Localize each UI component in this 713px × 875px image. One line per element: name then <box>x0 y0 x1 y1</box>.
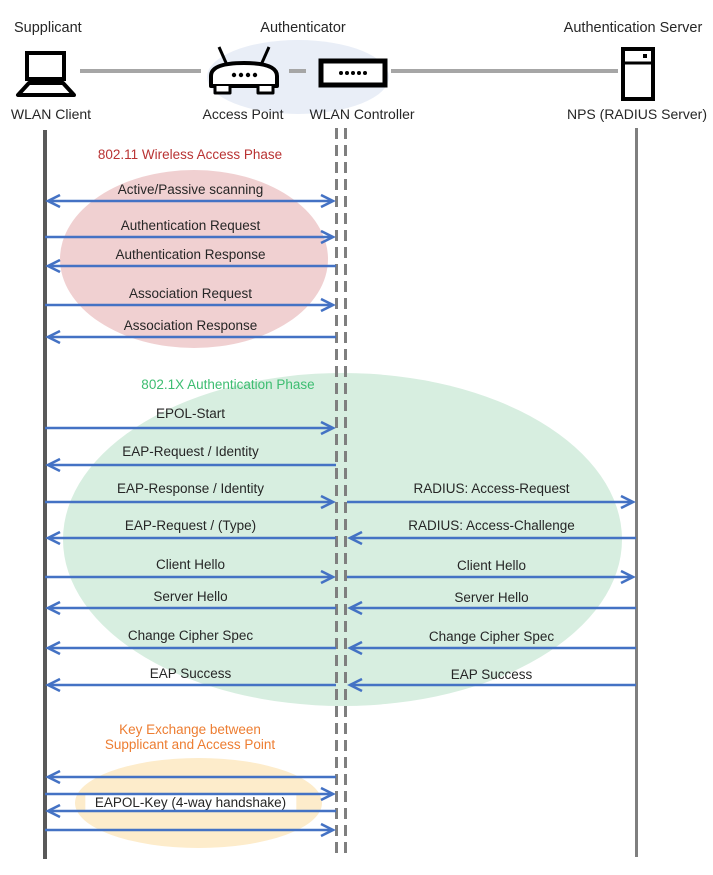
wlan-controller-icon <box>318 58 388 88</box>
message-arrow <box>45 786 336 802</box>
message-arrow <box>45 457 336 473</box>
lifeline-wlan-client <box>43 130 47 859</box>
message-label: Client Hello <box>456 558 527 573</box>
role-label-supplicant: Supplicant <box>14 20 82 36</box>
message-label: Change Cipher Spec <box>428 629 555 644</box>
connector-line <box>391 69 618 73</box>
lifeline-radius-server <box>635 128 638 857</box>
message-arrow <box>45 600 336 616</box>
message-arrow <box>347 640 636 656</box>
lifeline-wlan-controller-dashed <box>344 128 347 854</box>
message-label: EAP-Request / (Type) <box>124 518 257 533</box>
message-arrow <box>45 229 336 245</box>
message-arrow <box>45 769 336 785</box>
phase-title-key-exchange-line1: Key Exchange between <box>119 722 261 737</box>
lifeline-access-point-dashed <box>335 128 338 854</box>
message-label: EAP Success <box>149 666 232 681</box>
message-label: Change Cipher Spec <box>127 628 254 643</box>
message-arrow <box>45 677 336 693</box>
phase-title-8021x: 802.1X Authentication Phase <box>141 377 315 392</box>
message-label: EAP-Response / Identity <box>116 481 265 496</box>
message-label: EAP-Request / Identity <box>122 444 259 459</box>
access-point-icon <box>209 46 279 95</box>
phase-title-key-exchange-line2: Supplicant and Access Point <box>104 737 276 752</box>
message-arrow <box>45 297 336 313</box>
message-arrow <box>347 677 636 693</box>
message-label: Association Request <box>128 286 253 301</box>
message-arrow <box>347 494 636 510</box>
message-label: Active/Passive scanning <box>117 182 264 197</box>
message-arrow <box>347 569 636 585</box>
device-label-nps-radius-server: NPS (RADIUS Server) <box>566 106 708 122</box>
message-arrow <box>347 530 636 546</box>
phase-ellipse-80211 <box>60 170 328 348</box>
connector-line <box>289 69 306 73</box>
message-arrow <box>45 193 336 209</box>
message-arrow <box>347 600 636 616</box>
phase-title-key-exchange: Key Exchange between Supplicant and Acce… <box>105 722 275 752</box>
message-arrow <box>45 494 336 510</box>
message-arrow <box>45 640 336 656</box>
role-label-authentication-server: Authentication Server <box>563 20 703 36</box>
message-arrow <box>45 329 336 345</box>
message-label: Association Response <box>123 318 258 333</box>
server-icon <box>621 47 655 101</box>
laptop-icon <box>16 51 76 97</box>
message-arrow <box>45 569 336 585</box>
message-arrow <box>45 258 336 274</box>
message-label: Server Hello <box>454 590 529 605</box>
message-label: Client Hello <box>155 557 226 572</box>
message-label: Server Hello <box>153 589 228 604</box>
device-label-wlan-client: WLAN Client <box>10 106 92 122</box>
message-label: RADIUS: Access-Request <box>413 481 570 496</box>
message-label-boxed: EAPOL-Key (4-way handshake) <box>84 794 297 811</box>
message-arrow <box>45 803 336 819</box>
device-label-wlan-controller: WLAN Controller <box>309 106 415 122</box>
message-label: Authentication Request <box>120 218 261 233</box>
message-arrow <box>45 530 336 546</box>
message-label: RADIUS: Access-Challenge <box>408 518 575 533</box>
message-arrow <box>45 822 336 838</box>
connector-line <box>80 69 201 73</box>
phase-title-80211: 802.11 Wireless Access Phase <box>97 147 283 162</box>
message-label: EPOL-Start <box>155 406 226 421</box>
message-label: Authentication Response <box>115 247 266 262</box>
message-arrow <box>45 420 336 436</box>
role-label-authenticator: Authenticator <box>260 20 346 36</box>
device-label-access-point: Access Point <box>202 106 284 122</box>
message-label: EAP Success <box>450 667 533 682</box>
